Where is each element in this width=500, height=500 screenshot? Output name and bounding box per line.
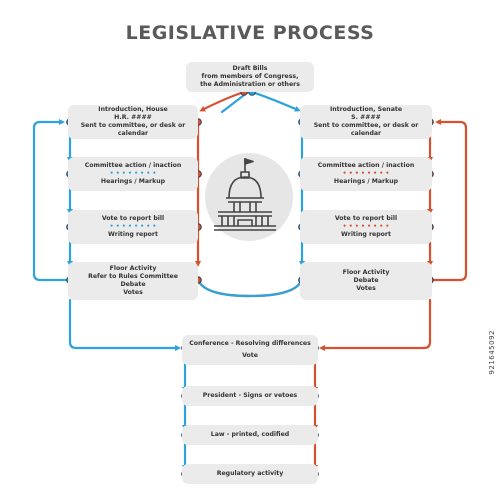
- regulatory-label: Regulatory activity: [216, 470, 284, 477]
- dotted-separator-icon: • • • • • • • •: [342, 223, 390, 230]
- house-intro-line-1: Introduction, House: [98, 106, 168, 113]
- arrow-cross-red: [196, 278, 304, 298]
- capitol-icon: [205, 153, 293, 241]
- arrow-senate-loop: [428, 119, 468, 282]
- senate-intro-box: Introduction, Senate S. #### Sent to com…: [300, 105, 432, 139]
- conference-line-2: Vote: [242, 352, 258, 359]
- house-floor-box: Floor Activity Refer to Rules Committee …: [68, 262, 198, 300]
- senate-committee-line-1: Committee action / inaction: [317, 162, 415, 169]
- dotted-separator-icon: • • • • • • • •: [109, 170, 157, 177]
- conference-box: Conference - Resolving differences Vote: [182, 335, 318, 365]
- arrow-senate-to-conference: [319, 298, 432, 351]
- page-title: LEGISLATIVE PROCESS: [125, 22, 375, 44]
- dotted-separator-icon: • • • • • • • •: [342, 170, 390, 177]
- house-intro-line-3: Sent to committee, or desk or calendar: [80, 122, 186, 137]
- senate-intro-line-1: Introduction, Senate: [329, 106, 403, 113]
- house-floor-line-1: Floor Activity: [109, 265, 157, 272]
- house-intro-line-2: H.R. ####: [114, 114, 152, 121]
- arrow-draft-to-house-arrow: [250, 90, 301, 112]
- arrow-house-loop: [32, 119, 72, 282]
- house-floor-line-3: Debate: [120, 281, 146, 288]
- draft-line-1: Draft Bills: [232, 65, 268, 72]
- house-vote-line-1: Vote to report bill: [101, 215, 165, 222]
- senate-floor-line-1: Floor Activity: [342, 269, 390, 276]
- house-floor-line-2: Refer to Rules Committee: [88, 273, 178, 280]
- senate-committee-line-2: Hearings / Markup: [333, 178, 399, 185]
- arrow-cross-blue: [196, 278, 304, 298]
- senate-vote-box: Vote to report bill • • • • • • • • Writ…: [300, 210, 432, 244]
- president-box: President - Signs or vetoes: [182, 386, 318, 406]
- senate-intro-line-3: Sent to committee, or desk or calendar: [313, 122, 419, 137]
- arrow-house-to-conference: [68, 298, 181, 351]
- watermark-id: 921645092: [488, 330, 496, 375]
- senate-intro-line-2: S. ####: [351, 114, 381, 121]
- law-label: Law - printed, codified: [210, 431, 290, 438]
- regulatory-box: Regulatory activity: [182, 464, 318, 484]
- draft-bills-box: Draft Bills from members of Congress, th…: [186, 62, 314, 92]
- draft-line-2: from members of Congress,: [201, 73, 299, 80]
- house-vote-line-2: Writing report: [108, 231, 158, 238]
- house-intro-box: Introduction, House H.R. #### Sent to co…: [68, 105, 198, 139]
- senate-floor-line-2: Debate: [353, 277, 379, 284]
- house-committee-box: Committee action / inaction • • • • • • …: [68, 157, 198, 191]
- house-vote-box: Vote to report bill • • • • • • • • Writ…: [68, 210, 198, 244]
- law-box: Law - printed, codified: [182, 425, 318, 445]
- house-committee-line-2: Hearings / Markup: [100, 178, 166, 185]
- dotted-separator-icon: • • • • • • • •: [109, 223, 157, 230]
- president-label: President - Signs or vetoes: [202, 392, 298, 399]
- senate-vote-line-2: Writing report: [341, 231, 391, 238]
- senate-committee-box: Committee action / inaction • • • • • • …: [300, 157, 432, 191]
- house-committee-line-1: Committee action / inaction: [84, 162, 182, 169]
- senate-floor-box: Floor Activity Debate Votes: [300, 262, 432, 300]
- draft-line-3: the Administration or others: [200, 81, 300, 88]
- house-floor-line-4: Votes: [123, 289, 143, 296]
- senate-floor-line-3: Votes: [356, 285, 376, 292]
- conference-line-1: Conference - Resolving differences: [189, 340, 311, 347]
- senate-vote-line-1: Vote to report bill: [334, 215, 398, 222]
